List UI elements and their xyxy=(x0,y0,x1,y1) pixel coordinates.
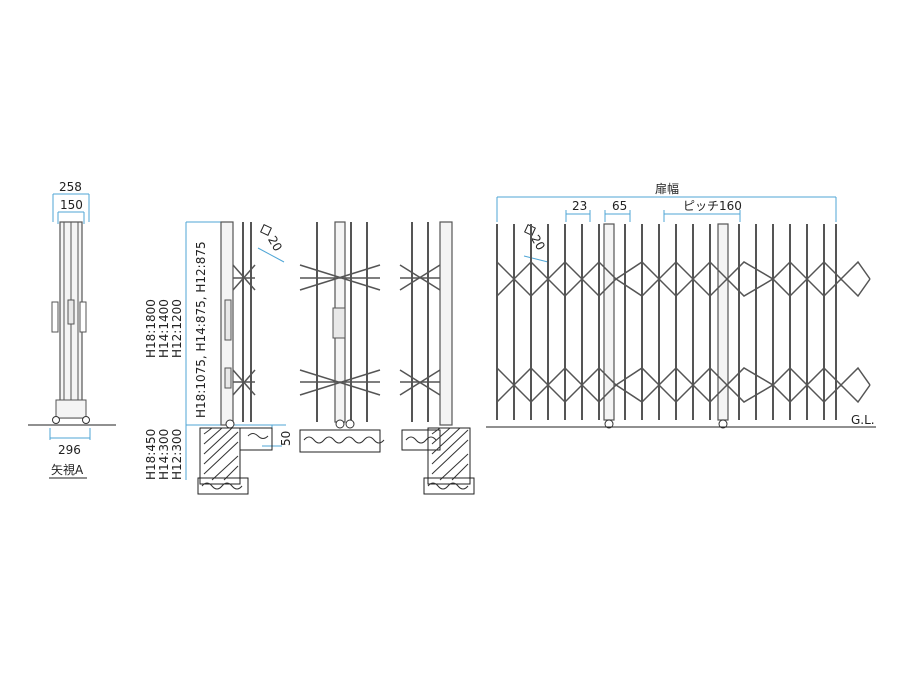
door-width-label: 扉幅 xyxy=(655,181,679,196)
side-view-label: 矢視A xyxy=(51,462,84,477)
dim-23: 23 xyxy=(572,199,587,213)
side-dim-150: 150 xyxy=(60,198,83,212)
side-dim-296: 296 xyxy=(58,443,81,457)
height-mid: H18:1075, H14:875, H12:875 xyxy=(194,241,208,418)
ground-level-label: G.L. xyxy=(851,413,875,427)
full-elevation: 扉幅 23 65 ピッチ160 20 xyxy=(486,181,876,429)
height-upper-14: H14:1400 xyxy=(157,299,171,358)
dim-65: 65 xyxy=(612,199,627,213)
height-upper-18: H18:1800 xyxy=(144,299,158,358)
front-section-right xyxy=(399,221,475,495)
square-20-left: 20 xyxy=(265,234,285,254)
height-dimensions: H18:1800 H14:1400 H12:1200 H18:1075, H14… xyxy=(144,221,286,480)
pitch-label: ピッチ160 xyxy=(683,199,742,213)
dim-50: 50 xyxy=(279,431,293,446)
front-section-left: 20 50 xyxy=(197,221,293,495)
height-upper-12: H12:1200 xyxy=(170,299,184,358)
height-lower-12: H12:300 xyxy=(170,429,184,480)
side-dim-258: 258 xyxy=(59,180,82,194)
height-lower-14: H14:300 xyxy=(157,429,171,480)
front-section-middle xyxy=(299,221,385,453)
height-lower-18: H18:450 xyxy=(144,429,158,480)
side-view: 258 150 296 矢視A xyxy=(28,180,116,479)
square-20-right: 20 xyxy=(528,233,548,253)
